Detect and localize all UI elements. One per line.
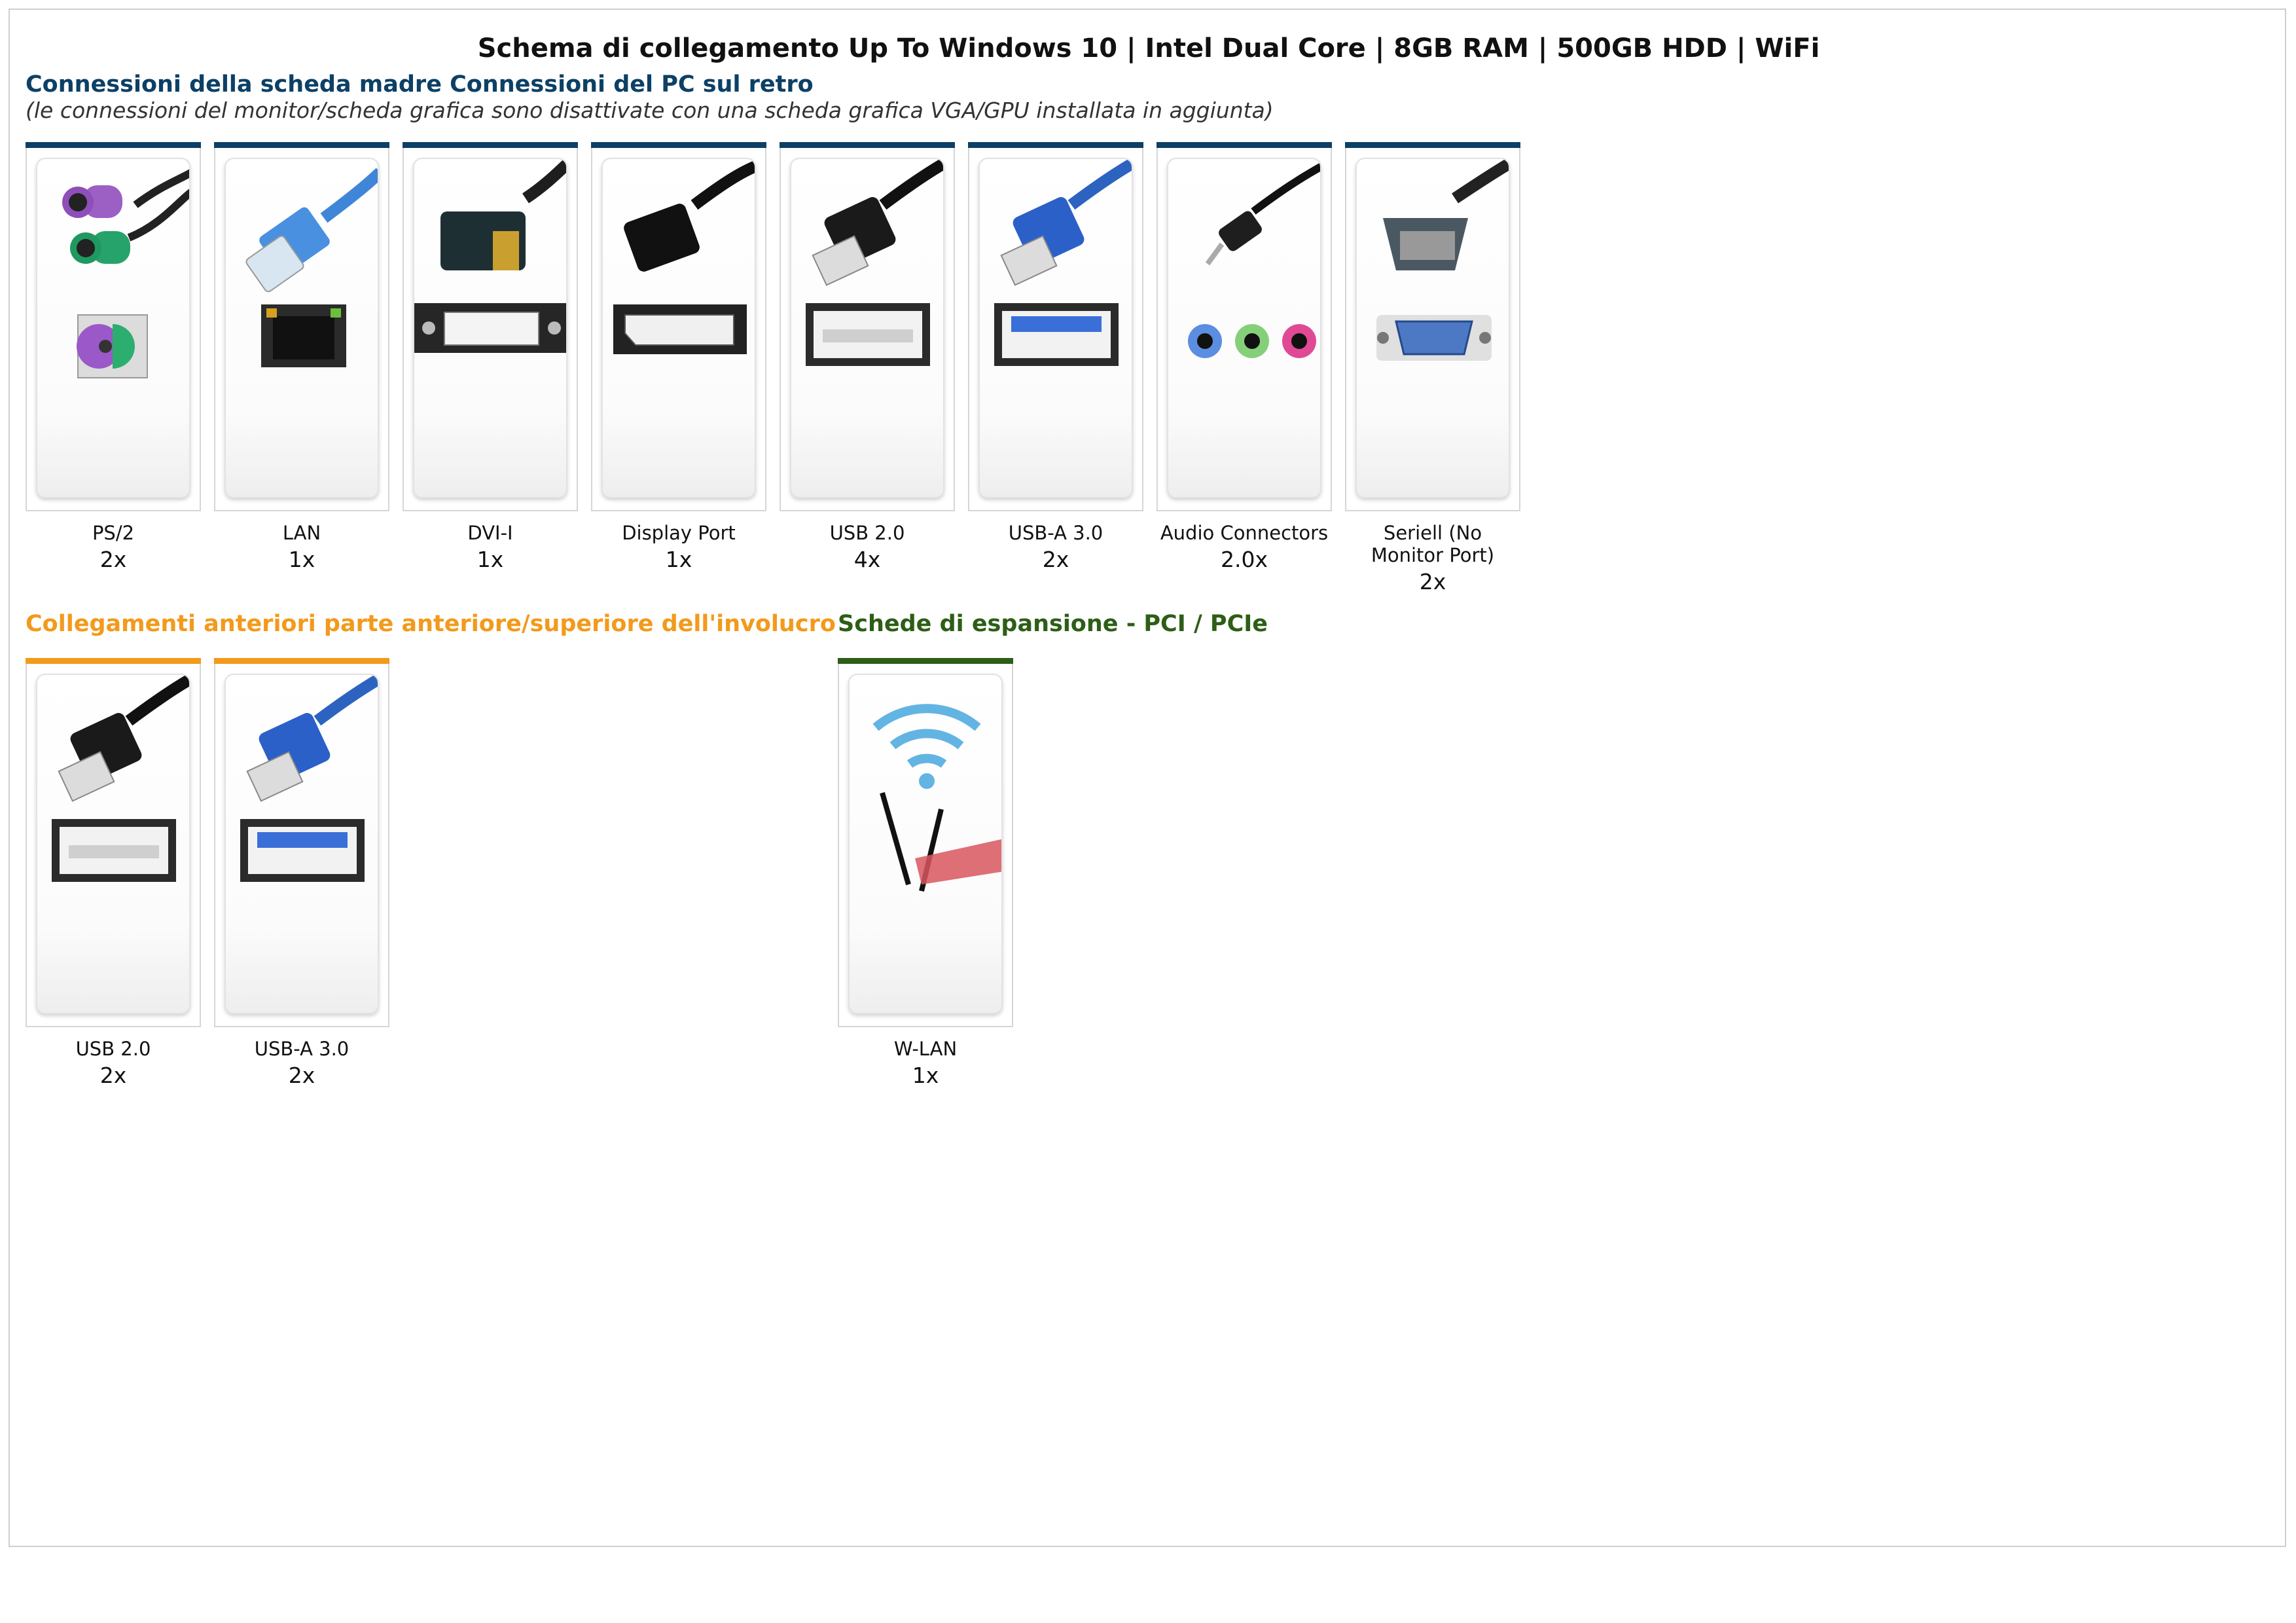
rear-port-label: PS/2 xyxy=(92,522,135,544)
card-image-frame xyxy=(224,158,379,498)
rear-section-title: Connessioni della scheda madre Connessio… xyxy=(26,71,814,98)
rear-port-count: 2x xyxy=(1042,547,1069,572)
rear-port-count: 1x xyxy=(476,547,504,572)
card-image-frame xyxy=(790,158,944,498)
front-port-label: USB-A 3.0 xyxy=(254,1038,350,1060)
front-port-label: USB 2.0 xyxy=(75,1038,151,1060)
expansion-port-label: W-LAN xyxy=(893,1038,958,1060)
rear-port-label: Seriell (No Monitor Port) xyxy=(1371,522,1495,566)
rear-port-count: 4x xyxy=(853,547,881,572)
ps2-connector-icon xyxy=(62,169,189,378)
displayport-connector-icon xyxy=(613,160,755,354)
card-image-frame xyxy=(413,158,567,498)
expansion-section-title: Schede di espansione - PCI / PCIe xyxy=(838,611,1268,637)
card-accent-bar xyxy=(780,142,955,148)
rear-port-label: Display Port xyxy=(622,522,736,544)
card-image-frame xyxy=(36,158,190,498)
rear-port-label: USB 2.0 xyxy=(829,522,905,544)
front-port-count: 2x xyxy=(288,1063,315,1088)
rear-port-count: 2x xyxy=(1419,569,1446,594)
audio-jack-icon xyxy=(1188,162,1320,358)
rear-port-count: 2.0x xyxy=(1220,547,1268,572)
usb3-connector-icon xyxy=(994,159,1132,366)
card-accent-bar xyxy=(1157,142,1332,148)
rear-port-card xyxy=(968,142,1143,511)
rear-port-label: USB-A 3.0 xyxy=(1008,522,1103,544)
rear-port-count: 1x xyxy=(665,547,692,572)
card-accent-bar xyxy=(214,142,389,148)
rear-port-label: LAN xyxy=(282,522,321,544)
rear-port-count: 1x xyxy=(288,547,315,572)
card-accent-bar xyxy=(1345,142,1520,148)
expansion-port-card xyxy=(838,658,1013,1027)
card-image-frame xyxy=(601,158,756,498)
usb2-connector-icon xyxy=(806,159,943,366)
rear-port-label: Audio Connectors xyxy=(1160,522,1329,544)
card-accent-bar xyxy=(26,658,201,664)
rear-port-card xyxy=(214,142,389,511)
card-image-frame xyxy=(978,158,1133,498)
card-accent-bar xyxy=(838,658,1013,664)
card-accent-bar xyxy=(26,142,201,148)
front-section-title: Collegamenti anteriori parte anteriore/s… xyxy=(26,611,836,637)
lan-connector-icon xyxy=(245,168,378,367)
connection-diagram-sheet: Schema di collegamento Up To Windows 10 … xyxy=(9,9,2286,1547)
card-image-frame xyxy=(224,674,379,1014)
card-image-frame xyxy=(1355,158,1510,498)
usb3-connector-icon xyxy=(240,675,378,882)
card-accent-bar xyxy=(214,658,389,664)
card-image-frame xyxy=(1167,158,1321,498)
rear-port-count: 2x xyxy=(99,547,127,572)
rear-port-card xyxy=(591,142,766,511)
front-port-card xyxy=(214,658,389,1027)
rear-port-card xyxy=(26,142,201,511)
page-title: Schema di collegamento Up To Windows 10 … xyxy=(477,33,1820,64)
wifi-card-icon xyxy=(872,704,1001,892)
rear-port-card xyxy=(780,142,955,511)
front-port-count: 2x xyxy=(99,1063,127,1088)
front-port-card xyxy=(26,658,201,1027)
rear-port-card xyxy=(403,142,578,511)
card-image-frame xyxy=(848,674,1003,1014)
rear-port-card xyxy=(1345,142,1520,511)
card-accent-bar xyxy=(591,142,766,148)
rear-port-card xyxy=(1157,142,1332,511)
card-accent-bar xyxy=(968,142,1143,148)
dvi-connector-icon xyxy=(414,159,566,353)
serial-connector-icon xyxy=(1376,159,1509,361)
expansion-port-count: 1x xyxy=(912,1063,939,1088)
usb2-connector-icon xyxy=(52,675,189,882)
card-accent-bar xyxy=(403,142,578,148)
card-image-frame xyxy=(36,674,190,1014)
rear-port-label: DVI-I xyxy=(467,522,513,544)
rear-section-subtitle: (le connessioni del monitor/scheda grafi… xyxy=(26,98,1274,123)
